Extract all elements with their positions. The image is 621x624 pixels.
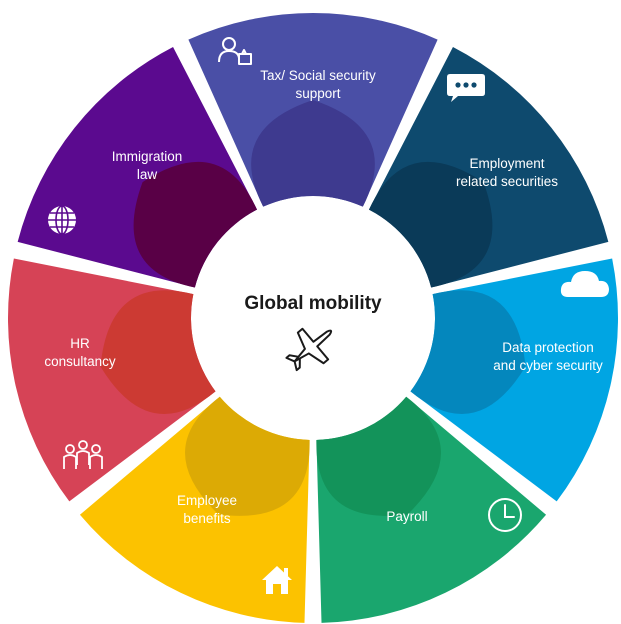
chat-bubble-icon xyxy=(447,74,485,102)
user-chat-icon xyxy=(218,37,252,65)
segment-immigration-inner-lobe xyxy=(133,161,258,288)
house-icon xyxy=(262,566,292,594)
segment-benefits-inner-lobe xyxy=(185,396,310,516)
segment-tax-label: Tax/ Social security support xyxy=(260,68,376,101)
label-line: HR xyxy=(70,336,90,351)
label-line: and cyber security xyxy=(493,358,603,373)
label-line: law xyxy=(137,167,158,182)
airplane-icon xyxy=(285,327,333,372)
label-line: Employee xyxy=(177,493,237,508)
segment-payroll-inner-lobe xyxy=(316,396,441,516)
label-line: Tax/ Social security xyxy=(260,68,376,83)
label-line: consultancy xyxy=(44,354,116,369)
segment-tax-inner-lobe xyxy=(251,100,375,207)
people-group-icon xyxy=(63,440,103,469)
segment-immigration-label: Immigration law xyxy=(112,149,183,182)
segment-employment-label: Employment related securities xyxy=(456,156,558,189)
label-line: benefits xyxy=(183,511,231,526)
label-line: Data protection xyxy=(502,340,594,355)
globe-icon xyxy=(48,205,76,235)
label-line: Immigration xyxy=(112,149,183,164)
label-line: Payroll xyxy=(386,509,427,524)
segment-data-inner-lobe xyxy=(410,290,526,415)
segment-hr-label: HR consultancy xyxy=(44,336,116,369)
label-line: related securities xyxy=(456,174,558,189)
segment-benefits-label: Employee benefits xyxy=(177,493,237,526)
segment-employment-inner-lobe xyxy=(368,161,493,288)
label-line: support xyxy=(295,86,340,101)
center-title: Global mobility xyxy=(244,293,382,314)
label-line: Employment xyxy=(469,156,544,171)
clock-icon xyxy=(488,498,522,532)
segment-data-label: Data protection and cyber security xyxy=(493,340,603,373)
segment-hr-inner-lobe xyxy=(100,290,216,415)
segment-payroll-label: Payroll xyxy=(386,509,427,524)
cloud-icon xyxy=(560,271,609,297)
